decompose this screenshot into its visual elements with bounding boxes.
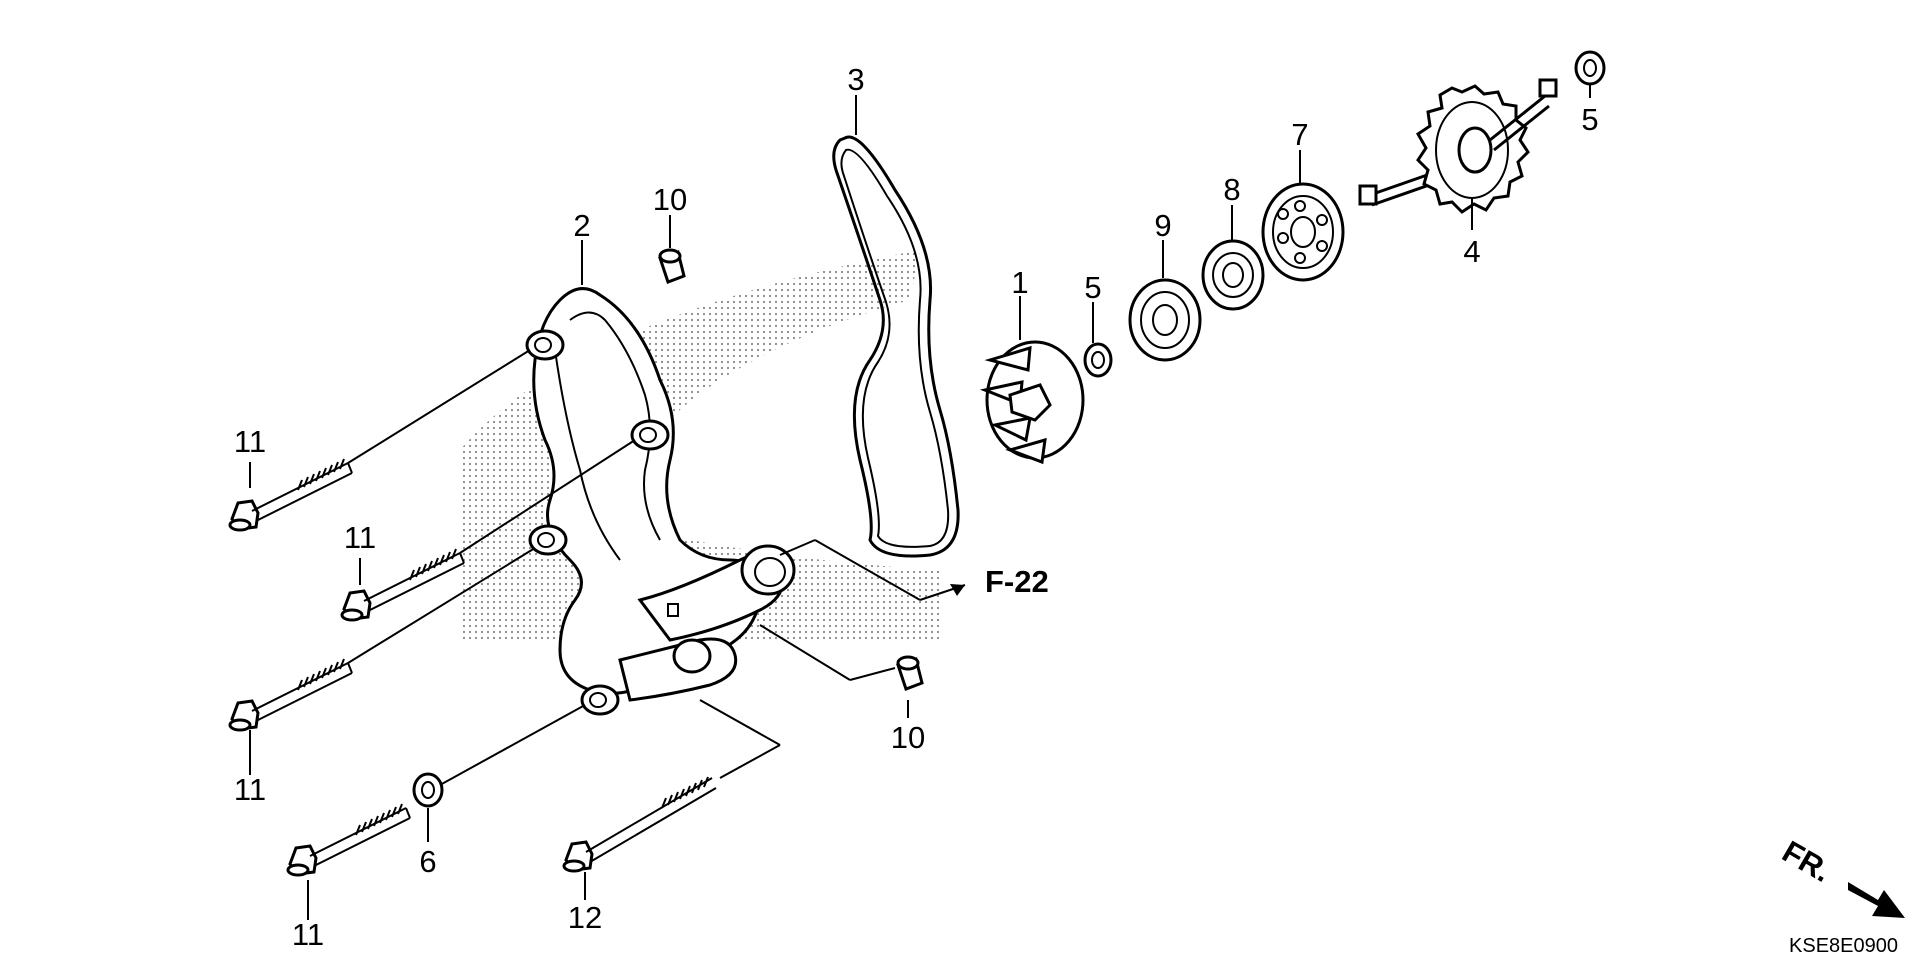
callout-10-top: 10 — [653, 182, 687, 217]
dowel-pin-icon — [896, 655, 924, 691]
callout-5-right: 5 — [1581, 102, 1598, 137]
gasket-icon — [832, 135, 960, 558]
callout-11-d: 11 — [292, 917, 324, 952]
callout-11-a: 11 — [234, 424, 266, 459]
long-bolt-icon — [562, 776, 717, 873]
callout-4: 4 — [1463, 234, 1480, 269]
callout-11-b: 11 — [344, 520, 376, 555]
dowel-pin-icon — [658, 248, 686, 284]
callout-6: 6 — [419, 844, 436, 879]
water-seal-icon — [1128, 278, 1202, 362]
diagram-code: KSE8E0900 — [1789, 935, 1898, 957]
callout-8: 8 — [1223, 172, 1240, 207]
callout-7: 7 — [1291, 117, 1308, 152]
pump-shaft-gear-icon — [1358, 78, 1558, 214]
impeller-icon — [979, 340, 1085, 465]
washer-icon — [1083, 342, 1113, 378]
flange-bolt-icon — [228, 658, 354, 732]
front-arrow-icon: FR. — [1777, 834, 1905, 918]
callout-11-c: 11 — [234, 772, 266, 807]
washer-icon — [1574, 50, 1606, 86]
water-pump-cover-icon — [525, 287, 796, 716]
front-marker: FR. — [1777, 834, 1838, 889]
reference-label: F-22 — [985, 564, 1049, 599]
oil-seal-icon — [1201, 239, 1265, 311]
bearing-icon — [1261, 182, 1345, 282]
callout-3: 3 — [847, 62, 864, 97]
flange-bolt-icon — [228, 458, 354, 532]
callout-9: 9 — [1154, 208, 1171, 243]
callout-12: 12 — [568, 900, 602, 935]
callout-10-bottom: 10 — [891, 720, 925, 755]
callout-5-left: 5 — [1084, 270, 1101, 305]
washer-icon — [412, 772, 444, 808]
callout-1: 1 — [1011, 265, 1028, 300]
leader-lines — [249, 84, 1591, 920]
flange-bolt-icon — [286, 803, 412, 877]
callout-2: 2 — [573, 208, 590, 243]
